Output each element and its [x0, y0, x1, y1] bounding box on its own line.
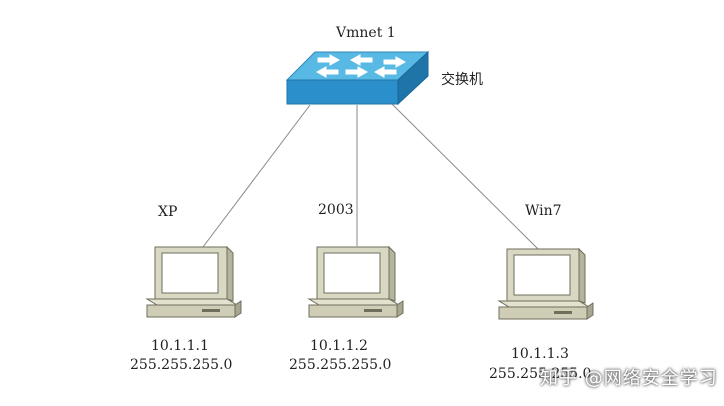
switch-icon [285, 50, 430, 106]
host-ip-2003: 10.1.1.2 [310, 338, 368, 354]
host-name-xp: XP [158, 204, 178, 220]
host-name-2003: 2003 [318, 202, 354, 218]
link-win7 [391, 103, 539, 250]
host-ip-win7: 10.1.1.3 [511, 346, 569, 362]
link-xp [202, 104, 311, 248]
computer-icon-xp [145, 245, 242, 318]
host-mask-2003: 255.255.255.0 [289, 357, 392, 373]
host-mask-win7: 255.255.255.0 [489, 366, 592, 382]
switch-name: Vmnet 1 [336, 25, 396, 41]
host-ip-xp: 10.1.1.1 [151, 338, 209, 354]
watermark: 知乎 @网络安全学习 [540, 368, 718, 389]
switch-label: 交换机 [441, 72, 483, 88]
computer-icon-win7 [497, 247, 594, 320]
host-name-win7: Win7 [525, 203, 562, 219]
computer-icon-2003 [307, 245, 404, 318]
host-mask-xp: 255.255.255.0 [130, 357, 233, 373]
